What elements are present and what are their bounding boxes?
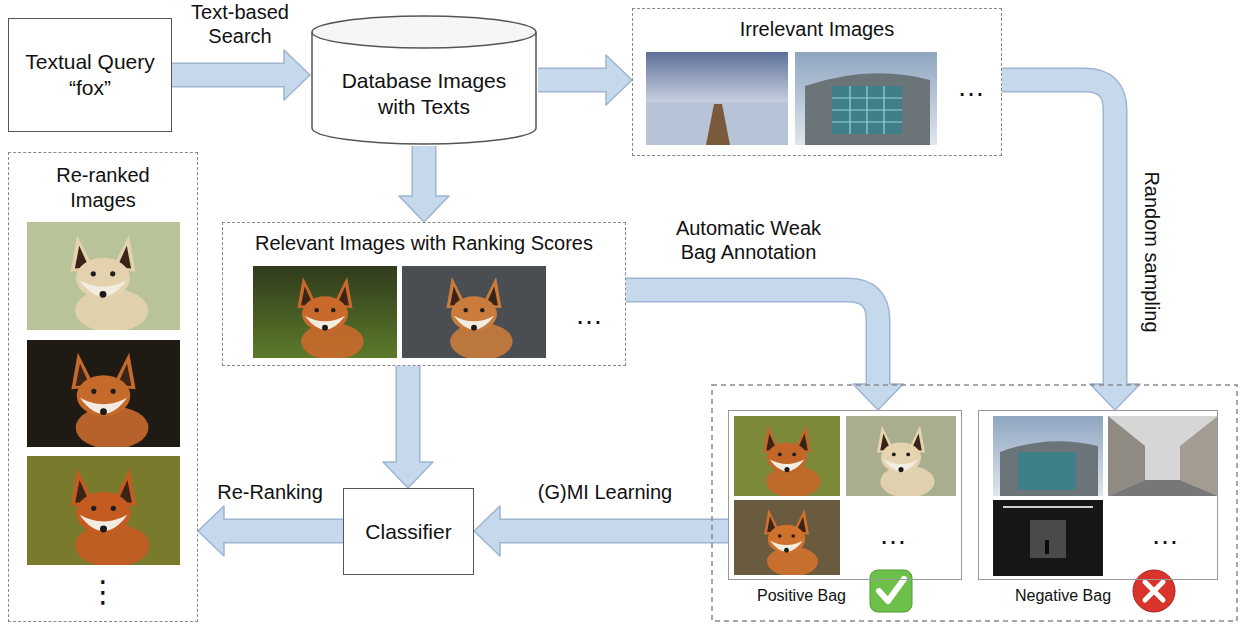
bag-box: Negative Bag… (978, 410, 1218, 580)
block-arrow (198, 506, 343, 556)
block-arrow (474, 506, 728, 556)
classifier-box: Classifier (343, 488, 474, 575)
image-group-box: Relevant Images with Ranking Scores … (222, 222, 626, 366)
fox-photo (27, 222, 180, 332)
fox-photo (27, 456, 180, 567)
tunnel-photo (993, 500, 1103, 576)
bag-box: Positive Bag… (728, 410, 962, 580)
pier-photo (646, 52, 788, 145)
fox-photo (27, 340, 180, 449)
query-text: Textual Query “fox” (15, 49, 165, 102)
block-arrow (399, 146, 449, 222)
block-arrow (538, 55, 632, 105)
classifier-text: Classifier (348, 519, 469, 544)
edge-label: Random sampling (1140, 152, 1164, 352)
group-heading: Re-ranked Images (49, 163, 157, 213)
block-arrow (383, 366, 433, 488)
fox-photo (734, 500, 840, 577)
ellipsis: … (575, 301, 603, 329)
fox-photo (734, 416, 840, 498)
fox-photo (846, 416, 956, 498)
ellipsis: … (957, 73, 985, 101)
fox-photo (402, 266, 546, 360)
bag-label: Positive Bag (757, 586, 846, 605)
bag-label: Negative Bag (1015, 586, 1111, 605)
cross-icon (1133, 570, 1175, 612)
database-text: Database Images with Texts (334, 68, 514, 121)
block-arrow (626, 290, 903, 410)
database-node: Database Images with Texts (310, 14, 538, 146)
edge-label: (G)MI Learning (505, 480, 705, 504)
building-photo (795, 52, 937, 145)
bag-region (712, 385, 1237, 621)
block-arrow (1002, 80, 1140, 410)
check-icon (870, 570, 912, 612)
street-photo (1108, 416, 1218, 496)
image-group-box: Re-ranked Images ⋮ (8, 152, 198, 622)
fox-photo (253, 266, 397, 360)
image-group-box: Irrelevant Images … (632, 8, 1002, 156)
ellipsis: … (879, 521, 907, 549)
query-box: Textual Query “fox” (8, 18, 172, 132)
group-heading: Relevant Images with Ranking Scores (223, 231, 625, 255)
ellipsis: ⋮ (9, 577, 197, 607)
block-arrow (172, 50, 310, 100)
group-heading: Irrelevant Images (633, 17, 1001, 41)
edge-label: Re-Ranking (205, 480, 335, 504)
building-photo (993, 416, 1103, 496)
edge-label: Text-based Search (172, 0, 308, 48)
edge-label: Automatic Weak Bag Annotation (666, 216, 831, 264)
ellipsis: … (1151, 521, 1179, 549)
